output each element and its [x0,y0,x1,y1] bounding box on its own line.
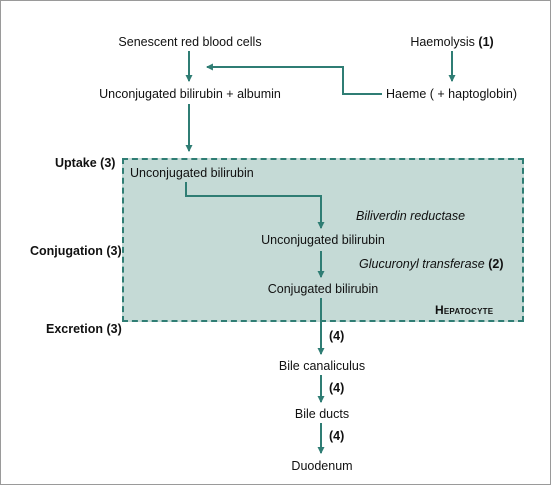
hepatocyte-box [122,158,524,322]
stage-uptake-label: Uptake [55,156,97,170]
hepatocyte-label: Hepatocyte [435,303,494,317]
arrow-haeme-to-unconjugated [205,63,382,95]
stage-uptake: Uptake (3) [55,156,115,171]
senescent-rbc-node: Senescent red blood cells [118,35,262,49]
transport-ref-2: (4) [329,381,345,395]
biliverdin-reductase-enzyme: Biliverdin reductase [356,209,466,223]
bile-ducts-node: Bile ducts [294,407,350,421]
haemolysis-ref: (1) [478,35,494,49]
bile-canaliculus-node: Bile canaliculus [278,359,366,373]
arrow-uptake-to-conjugation [185,182,325,230]
haemolysis-label: Haemolysis [410,35,475,49]
glucuronyl-ref: (2) [488,257,504,271]
stage-excretion: Excretion (3) [46,322,122,337]
stage-conjugation-ref: (3) [106,244,122,258]
stage-conjugation-label: Conjugation [30,244,103,258]
transport-ref-3: (4) [329,429,345,443]
glucuronyl-label: Glucuronyl transferase [359,257,485,271]
stage-conjugation: Conjugation (3) [30,244,122,259]
haemolysis-node: Haemolysis (1) [410,35,493,50]
unconjugated-albumin-node: Unconjugated bilirubin + albumin [99,87,281,101]
glucuronyl-transferase-enzyme: Glucuronyl transferase (2) [359,257,504,272]
conjugated-bilirubin-node: Conjugated bilirubin [267,282,379,296]
unconjugated-conjugation-node: Unconjugated bilirubin [261,233,385,247]
unconjugated-uptake-node: Unconjugated bilirubin [130,166,254,180]
duodenum-node: Duodenum [291,459,353,473]
haeme-node: Haeme ( + haptoglobin) [386,87,517,101]
transport-ref-1: (4) [329,329,345,343]
stage-uptake-ref: (3) [100,156,116,170]
stage-excretion-ref: (3) [106,322,122,336]
stage-excretion-label: Excretion [46,322,103,336]
